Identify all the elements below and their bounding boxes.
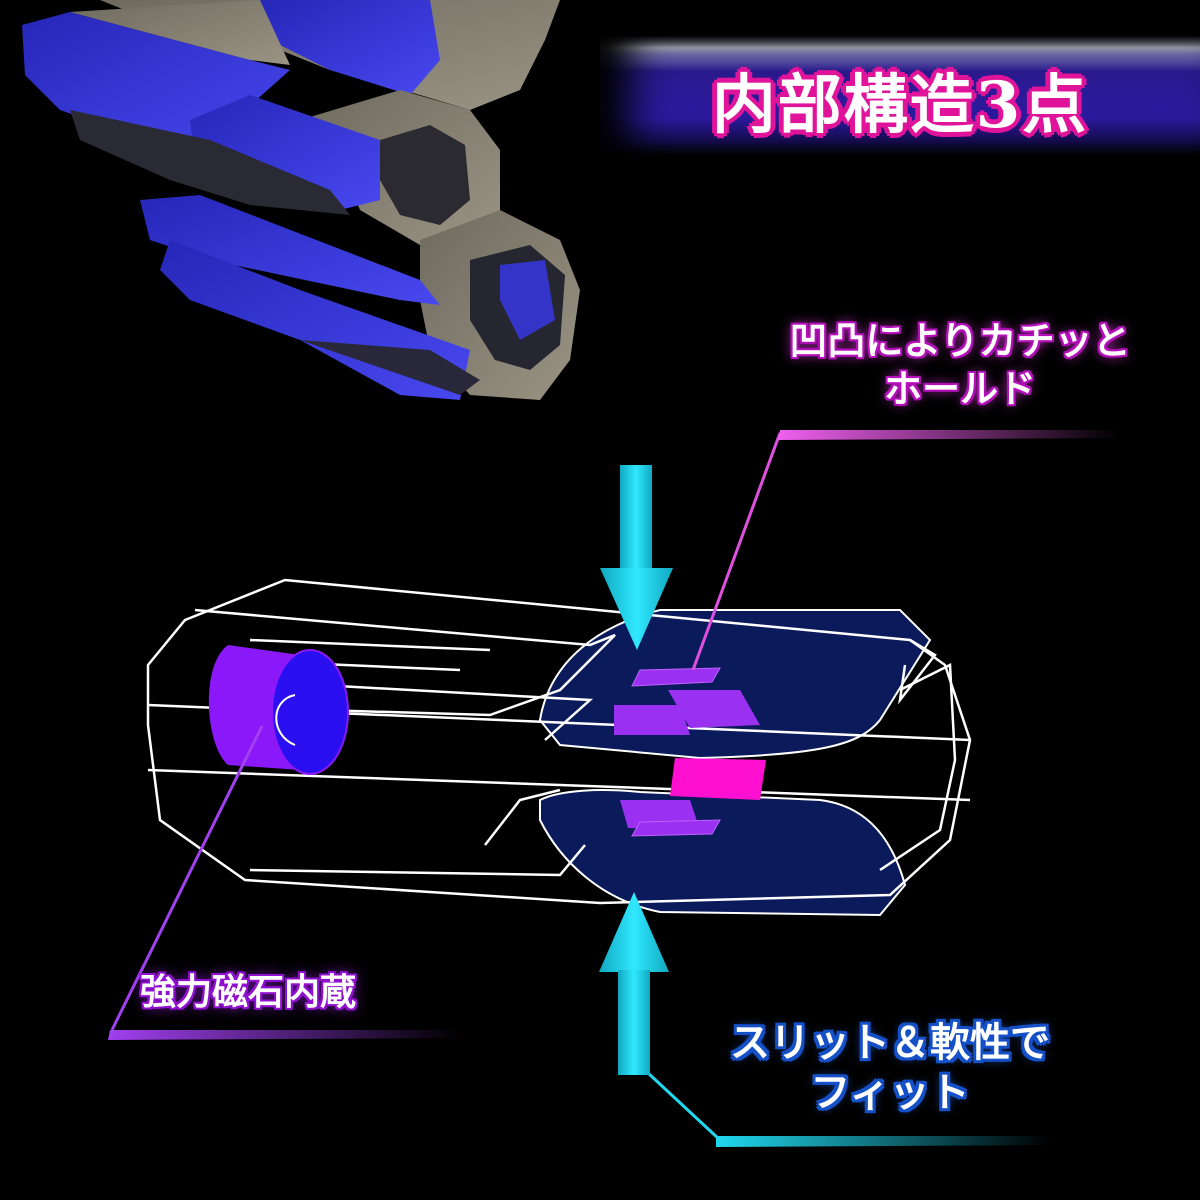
arrow-down-icon <box>600 465 673 650</box>
title-banner: 内部構造3点 <box>600 36 1200 154</box>
leader-click-hold <box>691 430 1120 671</box>
arrow-up-icon <box>599 892 669 1075</box>
callout-slit-fit: スリット＆軟性で フィット <box>700 1018 1080 1118</box>
leader-slit-fit <box>646 1071 1050 1147</box>
callout-slit-fit-line2: フィット <box>810 1070 970 1116</box>
title-text: 内部構造3点 <box>711 68 1089 143</box>
magnet <box>208 645 349 775</box>
callout-slit-fit-line1: スリット＆軟性で <box>730 1020 1050 1066</box>
callout-click-hold-line2: ホールド <box>883 366 1036 411</box>
callout-magnet: 強力磁石内蔵 <box>140 970 430 1015</box>
callout-click-hold-line1: 凹凸によりカチッと <box>789 319 1131 363</box>
callout-click-hold: 凹凸によりカチッと ホールド <box>760 318 1160 413</box>
leader-magnet <box>108 725 460 1040</box>
snap-bumps <box>614 667 766 837</box>
callout-magnet-line1: 強力磁石内蔵 <box>140 971 357 1013</box>
connector-photo <box>22 0 580 400</box>
